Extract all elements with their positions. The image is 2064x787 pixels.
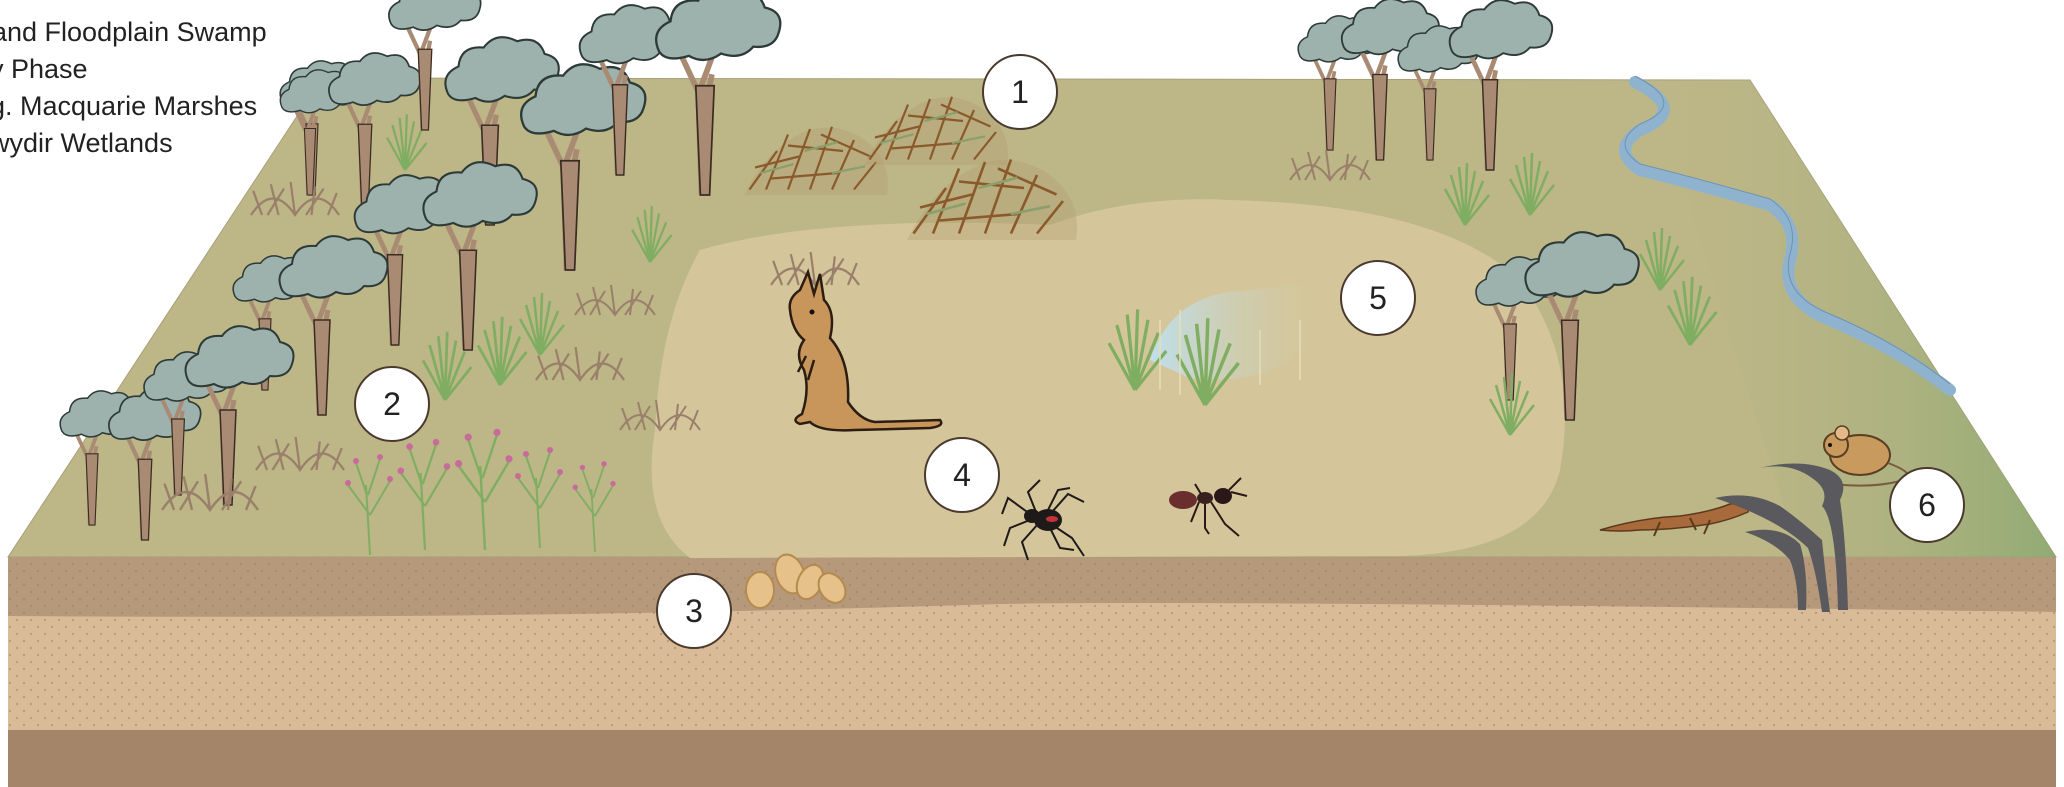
marker-label: 3 — [685, 593, 703, 629]
marker-3: 3 — [657, 574, 731, 648]
clearing — [652, 199, 1565, 558]
marker-label: 4 — [953, 457, 971, 493]
marker-6: 6 — [1890, 468, 1964, 542]
marker-1: 1 — [983, 55, 1057, 129]
marker-label: 1 — [1011, 74, 1029, 110]
marker-5: 5 — [1341, 261, 1415, 335]
marker-label: 5 — [1369, 280, 1387, 316]
marker-4: 4 — [925, 438, 999, 512]
bedrock-layer — [8, 730, 2056, 787]
marker-label: 6 — [1918, 487, 1936, 523]
marker-label: 2 — [383, 386, 401, 422]
marker-2: 2 — [355, 367, 429, 441]
